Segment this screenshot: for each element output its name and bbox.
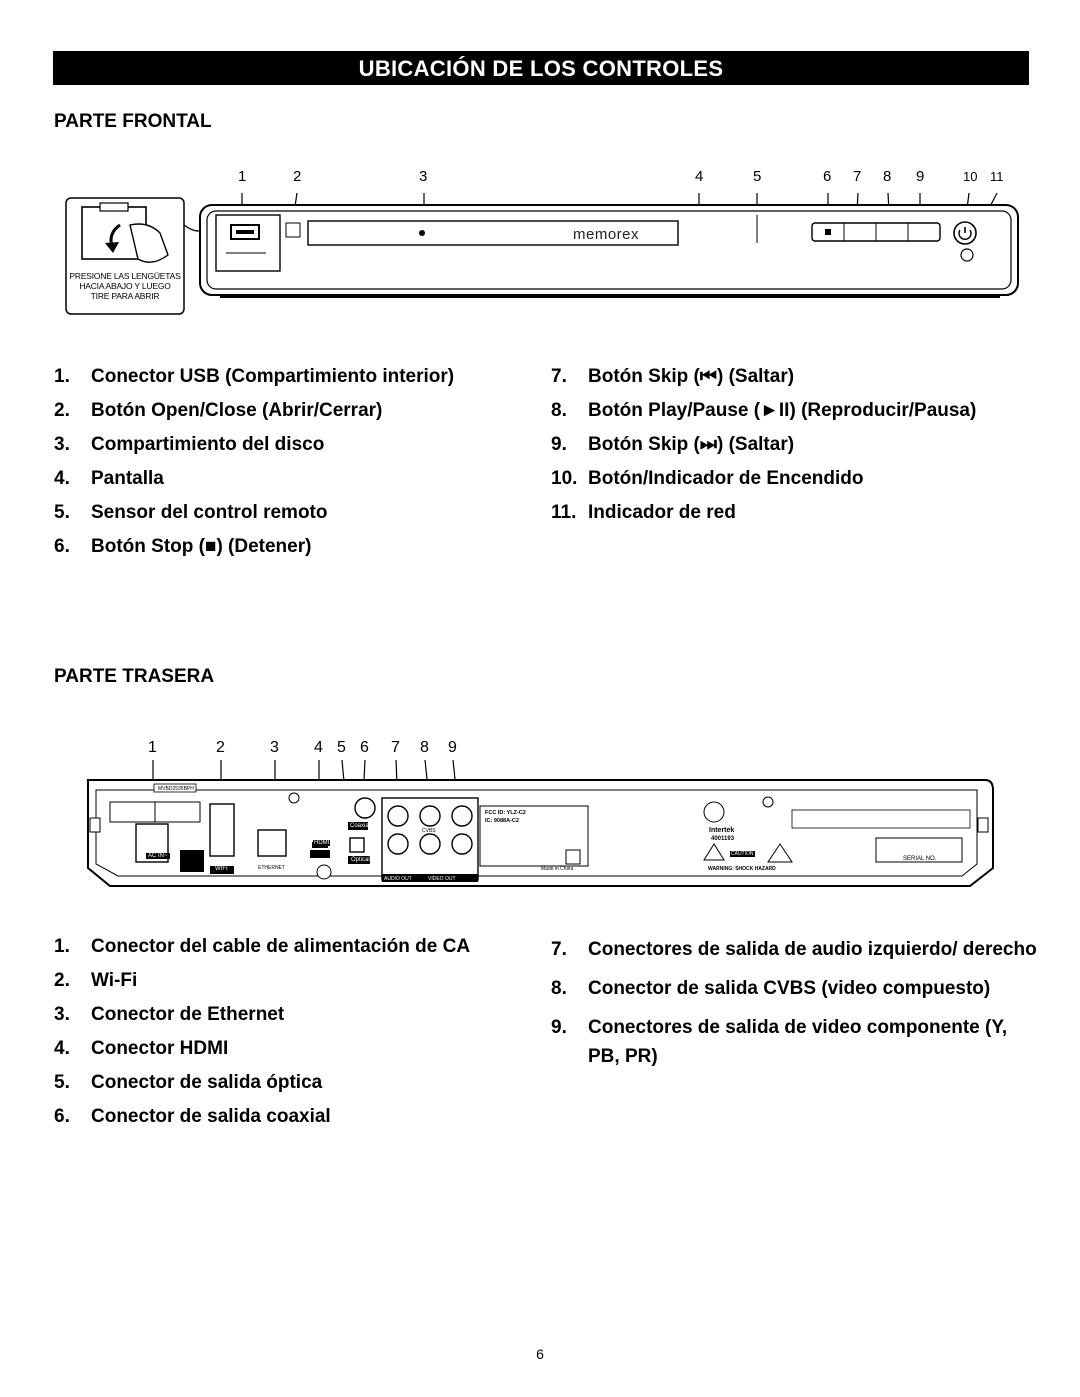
front-callout-2: 2 bbox=[293, 168, 302, 185]
list-item: 9. Botón Skip (⏭) (Saltar) bbox=[551, 433, 1051, 457]
item-text: Wi-Fi bbox=[91, 970, 138, 991]
rear-callout-9: 9 bbox=[448, 739, 457, 756]
item-text: Conector USB (Compartimiento interior) bbox=[91, 366, 455, 387]
list-item: 4. Conector HDMI bbox=[54, 1037, 544, 1061]
list-item: 6. Conector de salida coaxial bbox=[54, 1105, 544, 1129]
list-item: 11. Indicador de red bbox=[551, 501, 1051, 525]
item-number: 10. bbox=[551, 468, 578, 489]
item-number: 3. bbox=[54, 434, 70, 455]
list-item: 2. Wi-Fi bbox=[54, 969, 544, 993]
front-items-left: 1. Conector USB (Compartimiento interior)… bbox=[54, 365, 534, 559]
item-number: 7. bbox=[551, 939, 567, 960]
item-text: Conector del cable de alimentación de CA bbox=[91, 936, 471, 957]
item-text: Compartimiento del disco bbox=[91, 434, 325, 455]
list-item: 3. Compartimiento del disco bbox=[54, 433, 534, 457]
list-item: 7. Conectores de salida de audio izquierd… bbox=[551, 935, 1041, 964]
item-text: Sensor del control remoto bbox=[91, 502, 328, 523]
item-text: Botón/Indicador de Encendido bbox=[588, 468, 864, 489]
item-text: Conector de salida coaxial bbox=[91, 1106, 331, 1127]
item-text: Botón Skip (⏮) (Saltar) bbox=[588, 366, 795, 387]
page-number: 6 bbox=[536, 1346, 544, 1362]
item-text: Botón Stop (■) (Detener) bbox=[91, 536, 312, 557]
item-number: 5. bbox=[54, 1072, 70, 1093]
front-callout-numbers: 1 2 3 4 5 6 7 8 9 10 11 bbox=[0, 168, 1080, 188]
front-callout-9: 9 bbox=[916, 168, 925, 185]
item-text: Conectores de salida de video componente… bbox=[588, 1017, 1008, 1067]
item-number: 1. bbox=[54, 366, 70, 387]
front-brand-logo: memorex bbox=[573, 226, 640, 243]
front-callout-3: 3 bbox=[419, 168, 428, 185]
list-item: 3. Conector de Ethernet bbox=[54, 1003, 544, 1027]
list-item: 5. Conector de salida óptica bbox=[54, 1071, 544, 1095]
front-callout-8: 8 bbox=[883, 168, 892, 185]
front-panel-illustration bbox=[65, 192, 1019, 315]
item-number: 9. bbox=[551, 1017, 567, 1038]
rear-callout-8: 8 bbox=[420, 739, 429, 756]
rear-heading: PARTE TRASERA bbox=[54, 666, 215, 687]
list-item: 5. Sensor del control remoto bbox=[54, 501, 534, 525]
item-text: Botón Skip (⏭) (Saltar) bbox=[588, 434, 795, 455]
item-number: 1. bbox=[54, 936, 70, 957]
item-number: 2. bbox=[54, 400, 70, 421]
list-item: 1. Conector del cable de alimentación de … bbox=[54, 935, 544, 959]
item-number: 2. bbox=[54, 970, 70, 991]
item-text: Conector de salida óptica bbox=[91, 1072, 323, 1093]
rear-callout-6: 6 bbox=[360, 739, 369, 756]
item-number: 4. bbox=[54, 1038, 70, 1059]
item-number: 8. bbox=[551, 978, 567, 999]
list-item: 4. Pantalla bbox=[54, 467, 534, 491]
item-number: 6. bbox=[54, 536, 70, 557]
inset-caption-line-2: HACIA ABAJO Y LUEGO bbox=[79, 281, 171, 291]
rear-items-left: 1. Conector del cable de alimentación de … bbox=[54, 935, 544, 1129]
inset-caption-line-3: TIRE PARA ABRIR bbox=[90, 291, 160, 301]
front-heading: PARTE FRONTAL bbox=[54, 111, 212, 132]
list-item: 8. Botón Play/Pause (►II) (Reproducir/Pau… bbox=[551, 399, 1051, 423]
rear-callout-3: 3 bbox=[270, 739, 279, 756]
item-number: 11. bbox=[551, 502, 577, 523]
rear-callout-numbers: 1 2 3 4 5 6 7 8 9 bbox=[0, 739, 1080, 759]
item-number: 8. bbox=[551, 400, 567, 421]
front-callout-11: 11 bbox=[990, 169, 1004, 184]
item-number: 4. bbox=[54, 468, 70, 489]
list-item: 9. Conectores de salida de video componen… bbox=[551, 1013, 1041, 1071]
item-text: Pantalla bbox=[91, 468, 164, 489]
item-text: Conector de salida CVBS (video compuesto… bbox=[588, 978, 991, 999]
item-number: 7. bbox=[551, 366, 567, 387]
list-item: 8. Conector de salida CVBS (video compues… bbox=[551, 974, 1041, 1003]
rear-callout-1: 1 bbox=[148, 739, 157, 756]
rear-callout-7: 7 bbox=[391, 739, 400, 756]
rear-panel-illustration bbox=[87, 759, 994, 887]
rear-callout-5: 5 bbox=[337, 739, 346, 756]
front-callout-7: 7 bbox=[853, 168, 862, 185]
item-text: Conector HDMI bbox=[91, 1038, 229, 1059]
front-callout-5: 5 bbox=[753, 168, 762, 185]
item-number: 9. bbox=[551, 434, 567, 455]
front-callout-10: 10 bbox=[963, 169, 978, 184]
rear-callout-2: 2 bbox=[216, 739, 225, 756]
front-callout-4: 4 bbox=[695, 168, 704, 185]
list-item: 10. Botón/Indicador de Encendido bbox=[551, 467, 1051, 491]
front-callout-6: 6 bbox=[823, 168, 832, 185]
item-text: Conectores de salida de audio izquierdo/… bbox=[588, 939, 1037, 960]
item-number: 6. bbox=[54, 1106, 70, 1127]
front-callout-1: 1 bbox=[238, 168, 247, 185]
item-number: 3. bbox=[54, 1004, 70, 1025]
list-item: 1. Conector USB (Compartimiento interior) bbox=[54, 365, 534, 389]
inset-caption: PRESIONE LAS LENGÜETAS HACIA ABAJO Y LUE… bbox=[66, 271, 184, 301]
inset-caption-line-1: PRESIONE LAS LENGÜETAS bbox=[69, 271, 181, 281]
item-text: Botón Play/Pause (►II) (Reproducir/Pausa… bbox=[588, 400, 977, 421]
list-item: 2. Botón Open/Close (Abrir/Cerrar) bbox=[54, 399, 534, 423]
section-banner: UBICACIÓN DE LOS CONTROLES bbox=[53, 51, 1029, 85]
list-item: 7. Botón Skip (⏮) (Saltar) bbox=[551, 365, 1051, 389]
rear-callout-4: 4 bbox=[314, 739, 323, 756]
item-text: Conector de Ethernet bbox=[91, 1004, 285, 1025]
item-text: Indicador de red bbox=[588, 502, 736, 523]
rear-items-right: 7. Conectores de salida de audio izquierd… bbox=[551, 935, 1041, 1071]
item-text: Botón Open/Close (Abrir/Cerrar) bbox=[91, 400, 383, 421]
front-items-right: 7. Botón Skip (⏮) (Saltar) 8. Botón Play/P… bbox=[551, 365, 1051, 525]
list-item: 6. Botón Stop (■) (Detener) bbox=[54, 535, 534, 559]
item-number: 5. bbox=[54, 502, 70, 523]
